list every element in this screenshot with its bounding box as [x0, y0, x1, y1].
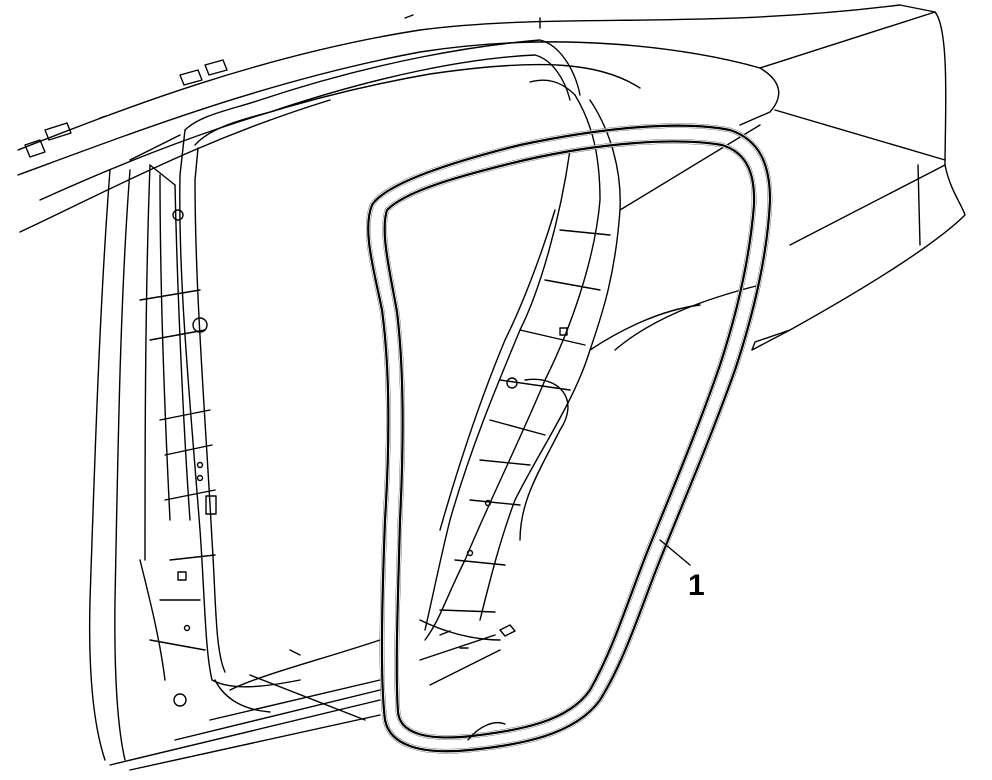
- front-door-opening-frame: [179, 39, 581, 688]
- rear-door-weatherstrip: [365, 123, 773, 754]
- callout-1: 1: [659, 539, 705, 602]
- callout-label-1: 1: [688, 569, 705, 602]
- rocker-sill: [109, 619, 501, 771]
- rear-quarter-panel: [614, 11, 966, 351]
- roof-rail: [17, 4, 936, 233]
- b-pillar: [88, 134, 217, 761]
- c-pillar: [424, 79, 701, 649]
